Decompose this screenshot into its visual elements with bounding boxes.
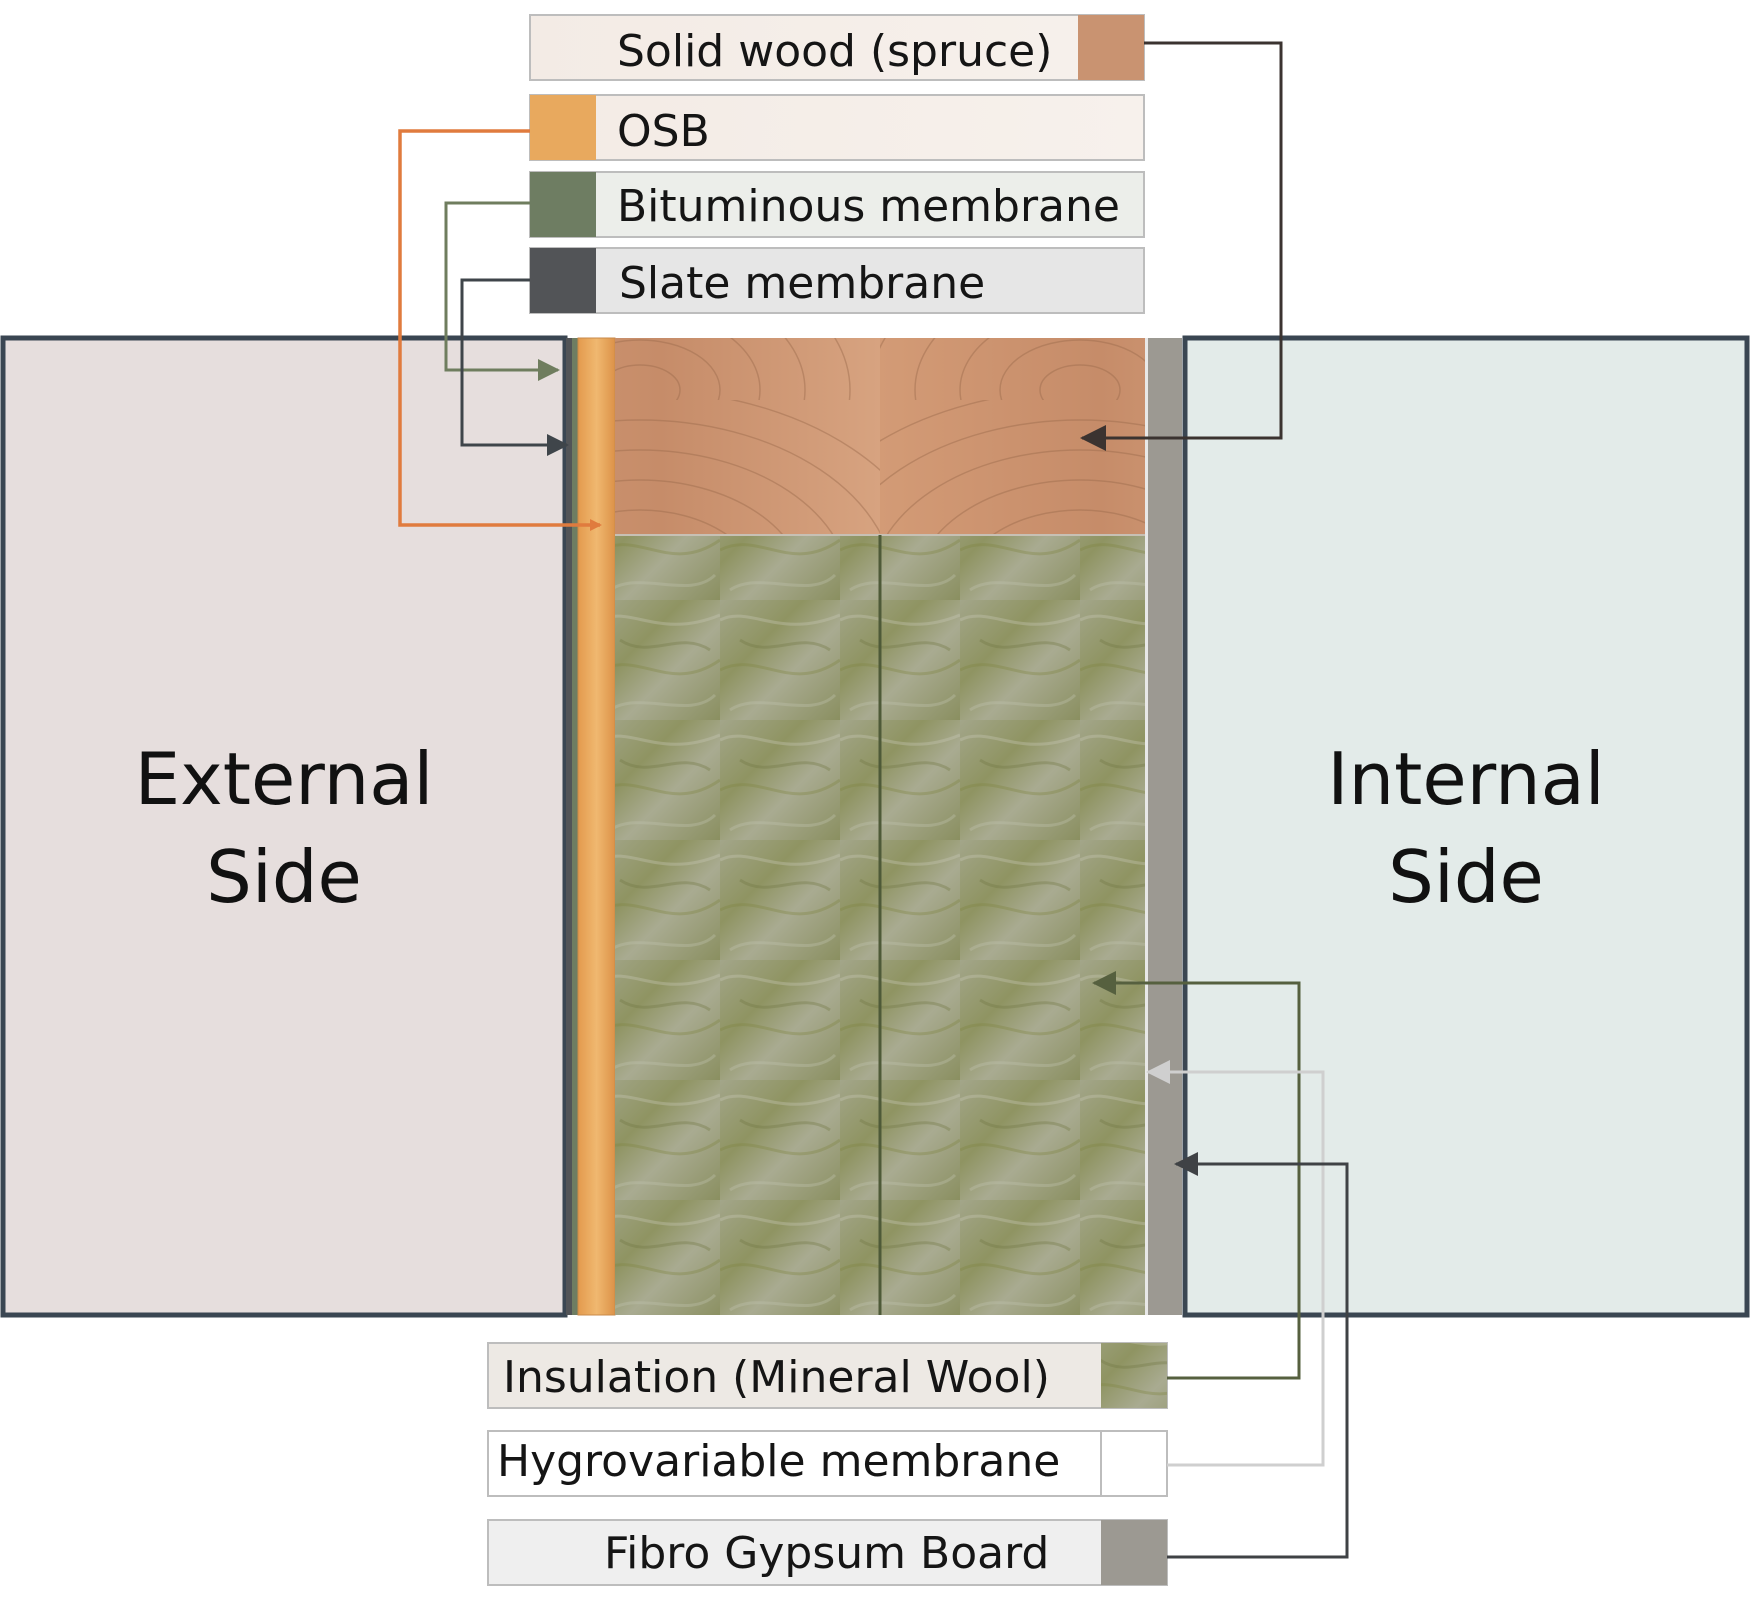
osb-layer [577,337,616,1316]
legend-slate-swatch [530,248,596,313]
legend-hygrovariable-box [487,1430,1168,1497]
legend-insulation-label: Insulation (Mineral Wool) [503,1352,1050,1403]
legend-bituminous-swatch [530,172,596,237]
legend-osb-swatch [530,95,596,160]
arrow-bituminous [444,201,560,381]
legend-osb: OSB [529,94,1145,161]
legend-insulation-swatch [1101,1343,1167,1408]
legend-solid-wood-swatch [1078,15,1144,80]
solid-wood-layer [615,338,1145,535]
fibro-gypsum-board-layer [1148,338,1182,1315]
legend-fibro-gypsum-swatch [1101,1520,1167,1585]
arrow-fibro-gypsum [1167,1152,1349,1559]
bituminous-membrane-layer [572,338,578,1315]
arrow-solid-wood [1080,41,1283,451]
legend-solid-wood-label: Solid wood (spruce) [617,26,1052,77]
legend-solid-wood-box [529,14,1145,81]
legend-slate: Slate membrane [529,247,1145,314]
legend-osb-label: OSB [617,106,710,157]
legend-insulation: Insulation (Mineral Wool) [487,1342,1168,1409]
arrow-hygrovariable [1146,1060,1325,1467]
legend-hygrovariable-label: Hygrovariable membrane [497,1436,1060,1487]
legend-fibro-gypsum-box [487,1519,1168,1586]
slate-membrane-layer [566,338,572,1315]
internal-side-label-line2: Side [1388,835,1544,919]
legend-hygrovariable: Hygrovariable membrane [487,1430,1168,1497]
legend-slate-label: Slate membrane [619,258,985,309]
legend-hygrovariable-swatch [1100,1430,1168,1497]
legend-fibro-gypsum-label: Fibro Gypsum Board [604,1528,1049,1579]
legend-insulation-box [487,1342,1168,1409]
legend-slate-box [529,247,1145,314]
legend-fibro-gypsum: Fibro Gypsum Board [487,1519,1168,1586]
legend-solid-wood: Solid wood (spruce) [529,14,1145,81]
external-side-label-line2: Side [206,835,362,919]
arrow-slate [460,278,569,456]
internal-side-panel [1182,335,1750,1318]
legend-bituminous-label: Bituminous membrane [617,181,1120,232]
arrow-insulation [1092,971,1301,1380]
hygrovariable-membrane-layer [1145,338,1148,1315]
legend-bituminous: Bituminous membrane [529,171,1145,238]
external-side-label-line1: External [135,737,434,821]
external-side-panel [0,335,568,1318]
arrow-osb [398,129,602,531]
legend-bituminous-box [529,171,1145,238]
internal-side-label-line1: Internal [1327,737,1605,821]
